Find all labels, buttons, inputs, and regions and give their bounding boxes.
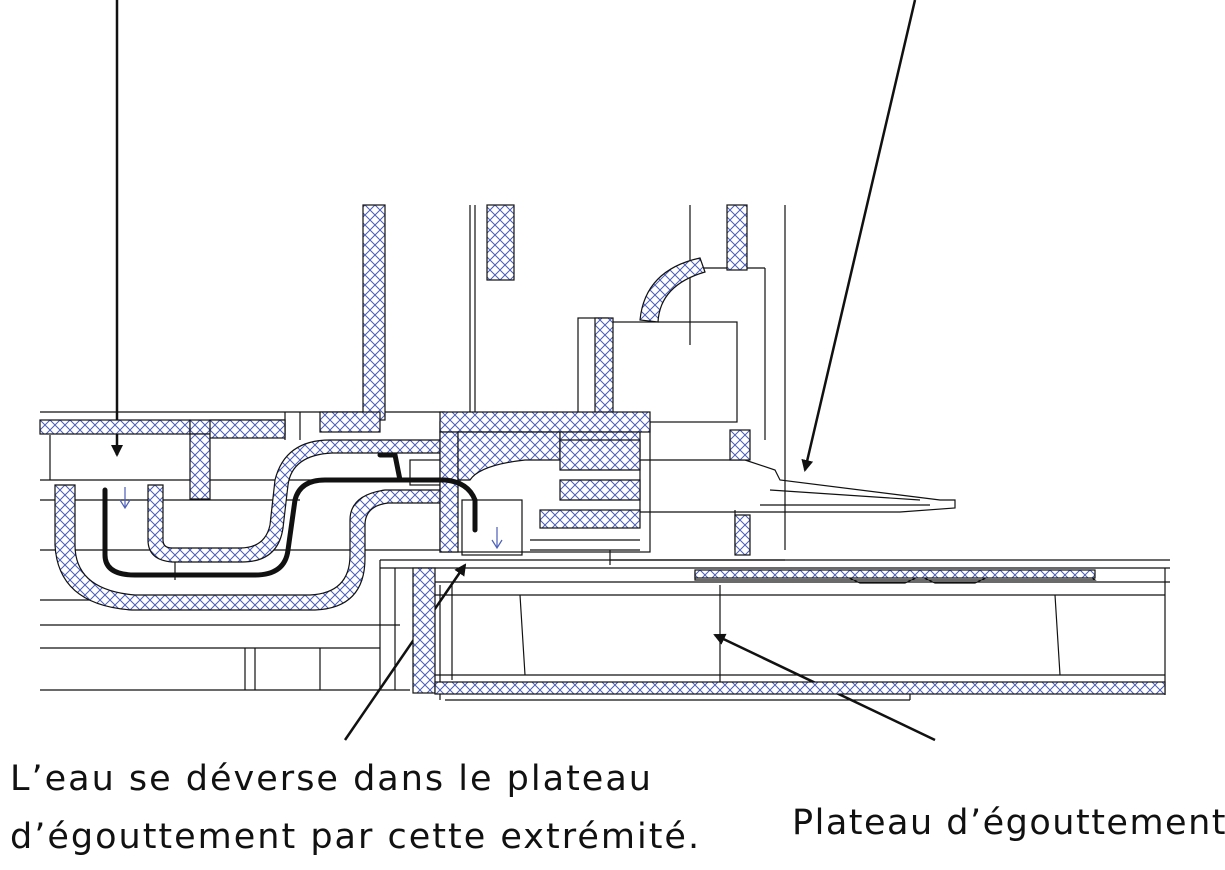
outlet-label-line-1: L’eau se déverse dans le plateau — [10, 759, 653, 799]
hatched-walls — [39, 204, 1166, 695]
leader-arrows — [111, 0, 936, 742]
arrow-outlet — [343, 563, 467, 741]
arrow-top-right — [801, 0, 917, 472]
drip-tray-label: Plateau d’égouttement — [792, 803, 1225, 843]
drain-tube — [102, 452, 478, 578]
outlet-label-line-2: d’égouttement par cette extrémité. — [10, 817, 702, 857]
